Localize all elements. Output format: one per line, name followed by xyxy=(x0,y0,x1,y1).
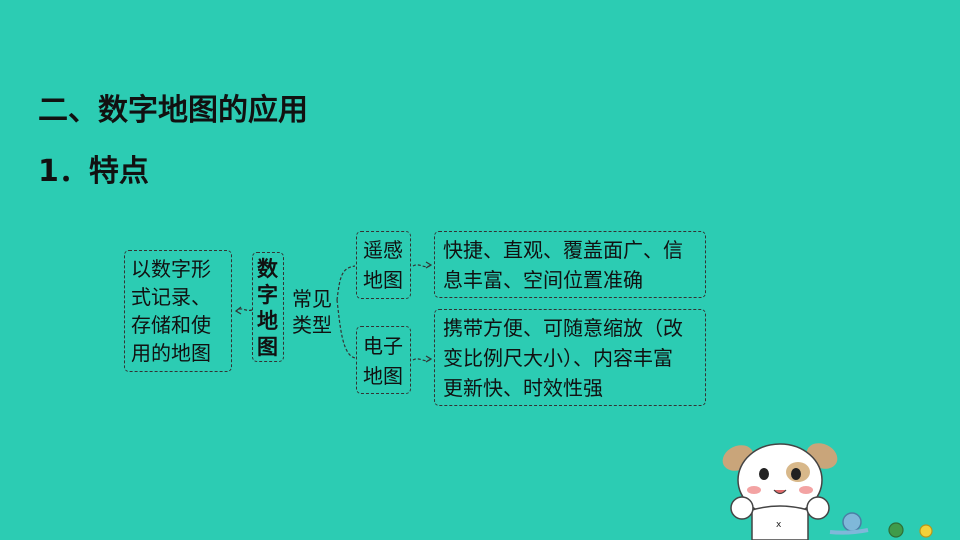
name-char: 图 xyxy=(257,335,278,359)
right-eye xyxy=(791,468,801,480)
rs-line: 遥感 xyxy=(363,238,403,262)
definition-line: 用的地图 xyxy=(131,341,211,365)
el-feature-line: 变比例尺大小）、内容丰富 xyxy=(443,346,673,370)
subsection-heading: 1．特点 xyxy=(38,154,149,189)
left-paw xyxy=(730,496,754,520)
rs-feature-line: 息丰富、空间位置准确 xyxy=(443,268,643,292)
el-feature-line: 更新快、时效性强 xyxy=(443,376,603,400)
types-label-line: 常见 xyxy=(292,287,332,311)
name-char: 字 xyxy=(257,283,278,307)
types-label: 常见 类型 xyxy=(292,286,332,338)
snail-icon xyxy=(842,512,862,532)
electronic-features-box: 携带方便、可随意缩放（改 变比例尺大小）、内容丰富 更新快、时效性强 xyxy=(434,309,706,406)
puppy-body xyxy=(751,505,809,540)
puppy-mascot-illustration: x xyxy=(722,443,933,540)
el-line: 地图 xyxy=(363,364,403,388)
section-heading: 二、数字地图的应用 xyxy=(38,93,308,128)
name-char: 数 xyxy=(257,257,278,281)
el-feature-line: 携带方便、可随意缩放（改 xyxy=(443,316,683,340)
el-line: 电子 xyxy=(363,334,403,358)
remote-sensing-map-box: 遥感 地图 xyxy=(356,231,411,299)
left-cheek xyxy=(747,486,761,494)
definition-line: 式记录、 xyxy=(131,285,211,309)
left-eye xyxy=(759,468,769,480)
rs-feature-line: 快捷、直观、覆盖面广、信 xyxy=(443,238,683,262)
name-char: 地 xyxy=(257,309,278,333)
remote-sensing-features-box: 快捷、直观、覆盖面广、信 息丰富、空间位置准确 xyxy=(434,231,706,298)
definition-line: 以数字形 xyxy=(131,257,211,281)
definition-box: 以数字形 式记录、 存储和使 用的地图 xyxy=(124,250,232,372)
green-shell-icon xyxy=(888,522,904,538)
digital-map-box: 数 字 地 图 xyxy=(252,252,284,362)
electronic-map-box: 电子 地图 xyxy=(356,326,411,394)
right-cheek xyxy=(799,486,813,494)
yellow-flower-icon xyxy=(919,524,933,538)
types-label-line: 类型 xyxy=(292,313,332,337)
rs-line: 地图 xyxy=(363,268,403,292)
svg-text:x: x xyxy=(776,520,782,530)
mouth xyxy=(773,489,787,495)
definition-line: 存储和使 xyxy=(131,313,211,337)
right-paw xyxy=(806,496,830,520)
